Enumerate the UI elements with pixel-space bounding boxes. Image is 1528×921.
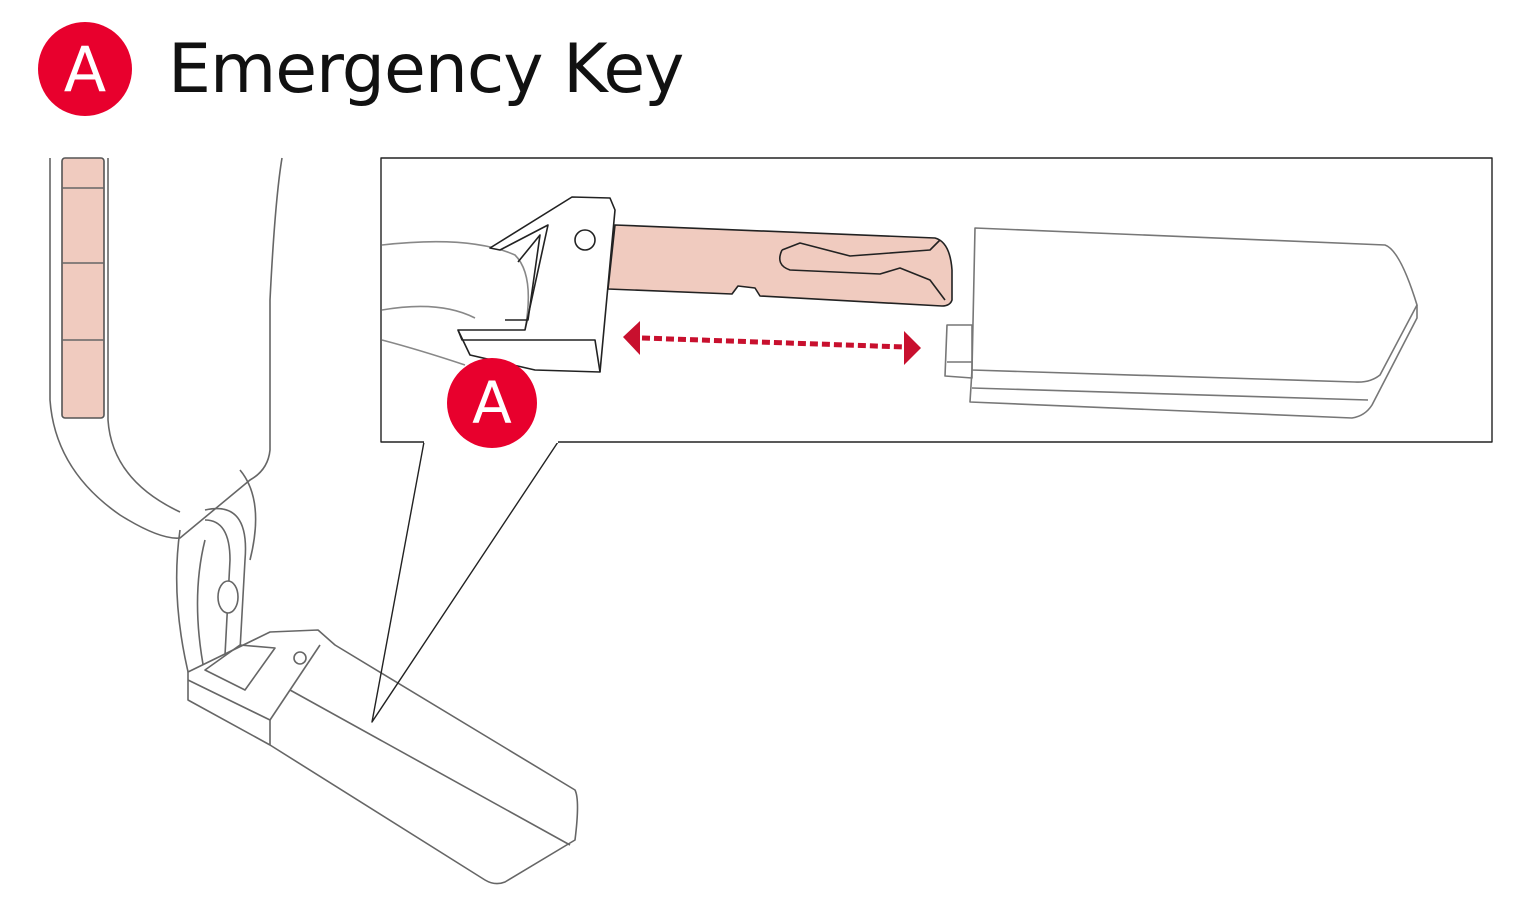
inset-key-fob [944, 227, 1418, 419]
key-fob-body [49, 157, 283, 539]
key-blade [607, 224, 953, 307]
inset-label-badge: A [447, 358, 537, 448]
page-title: Emergency Key [168, 30, 684, 109]
callout-pointer [371, 441, 559, 723]
insert-remove-arrow [623, 321, 921, 365]
title-badge: A [38, 22, 132, 116]
inset-key-strap [381, 240, 530, 366]
emergency-key-handle [187, 629, 579, 885]
